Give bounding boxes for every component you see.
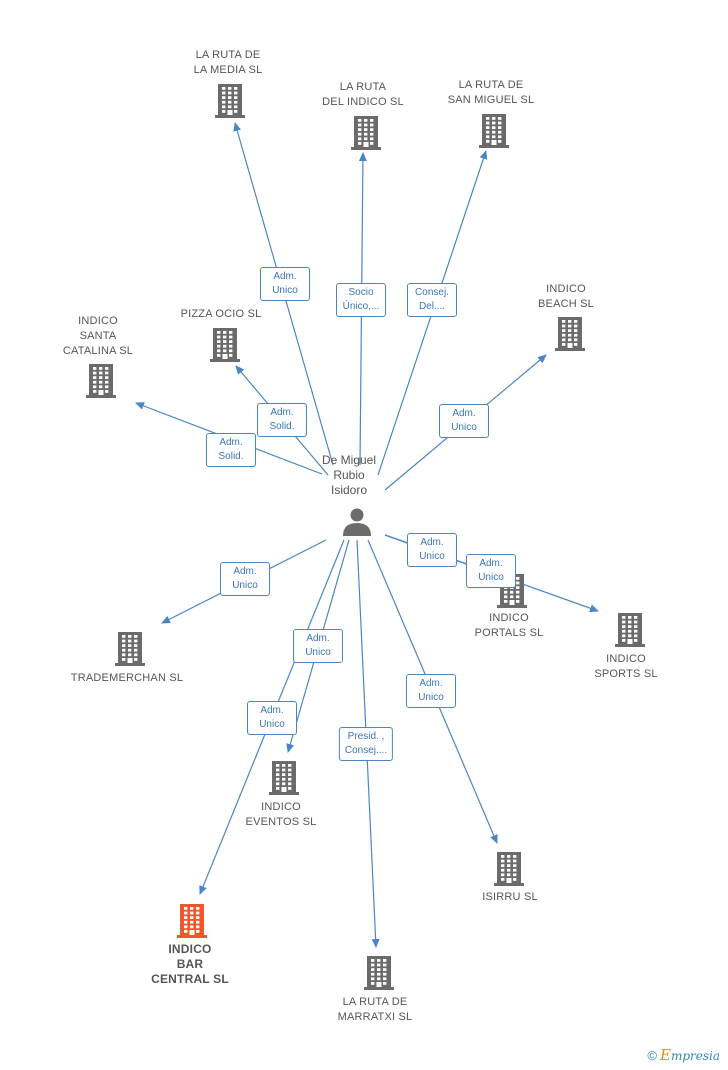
role-label-sanmiguel[interactable]: Consej. Del.... [407,283,457,317]
building-icon-media [215,84,245,118]
footer-brand: ©Empresia [647,1046,720,1064]
company-name-media[interactable]: LA RUTA DE LA MEDIA SL [193,49,263,76]
role-label-marratxi[interactable]: Presid. , Consej.... [338,727,394,761]
company-name-isirru[interactable]: ISIRRU SL [482,891,538,903]
company-name-bar[interactable]: INDICO BAR CENTRAL SL [151,942,229,986]
role-label-pizza[interactable]: Adm. Solid. [257,403,307,437]
company-name-trademer[interactable]: TRADEMERCHAN SL [70,672,184,684]
company-name-sanmiguel[interactable]: LA RUTA DE SAN MIGUEL SL [447,79,535,106]
role-label-trademer[interactable]: Adm. Unico [220,562,270,596]
role-label-media[interactable]: Adm. Unico [260,267,310,301]
company-name-portals[interactable]: INDICO PORTALS SL [474,612,544,639]
role-label-sports[interactable]: Adm. Unico [466,554,516,588]
role-label-isirru[interactable]: Adm. Unico [406,674,456,708]
building-icon-marratxi [364,956,394,990]
brand-logo-initial: E [659,1046,671,1064]
role-label-indico[interactable]: Socio Único,... [336,283,386,317]
person-icon [343,508,371,536]
building-icon-trademer [115,632,145,666]
company-name-indico[interactable]: LA RUTA DEL INDICO SL [322,81,404,108]
copyright-symbol: © [647,1048,657,1063]
person-name[interactable]: De Miguel Rubio Isidoro [321,453,377,497]
building-icon-catalina [86,364,116,398]
building-icon-pizza [210,328,240,362]
building-icon-sports [615,613,645,647]
role-label-catalina[interactable]: Adm. Solid. [206,433,256,467]
company-name-sports[interactable]: INDICO SPORTS SL [594,653,658,680]
building-icon-beach [555,317,585,351]
company-name-eventos[interactable]: INDICO EVENTOS SL [245,801,317,828]
role-label-portals[interactable]: Adm. Unico [407,533,457,567]
company-name-catalina[interactable]: INDICO SANTA CATALINA SL [62,315,134,357]
company-name-beach[interactable]: INDICO BEACH SL [537,283,595,310]
role-label-bar[interactable]: Adm. Unico [247,701,297,735]
brand-logo-text: mpresia [670,1049,720,1063]
building-icon-eventos [269,761,299,795]
role-label-beach[interactable]: Adm. Unico [439,404,489,438]
company-name-pizza[interactable]: PIZZA OCIO SL [180,308,262,320]
building-icon-sanmiguel [479,114,509,148]
building-icon-indico [351,116,381,150]
company-name-marratxi[interactable]: LA RUTA DE MARRATXI SL [337,996,413,1023]
icon-layer [86,84,645,990]
building-icon-bar [177,904,207,938]
building-icon-isirru [494,852,524,886]
role-label-eventos[interactable]: Adm. Unico [293,629,343,663]
